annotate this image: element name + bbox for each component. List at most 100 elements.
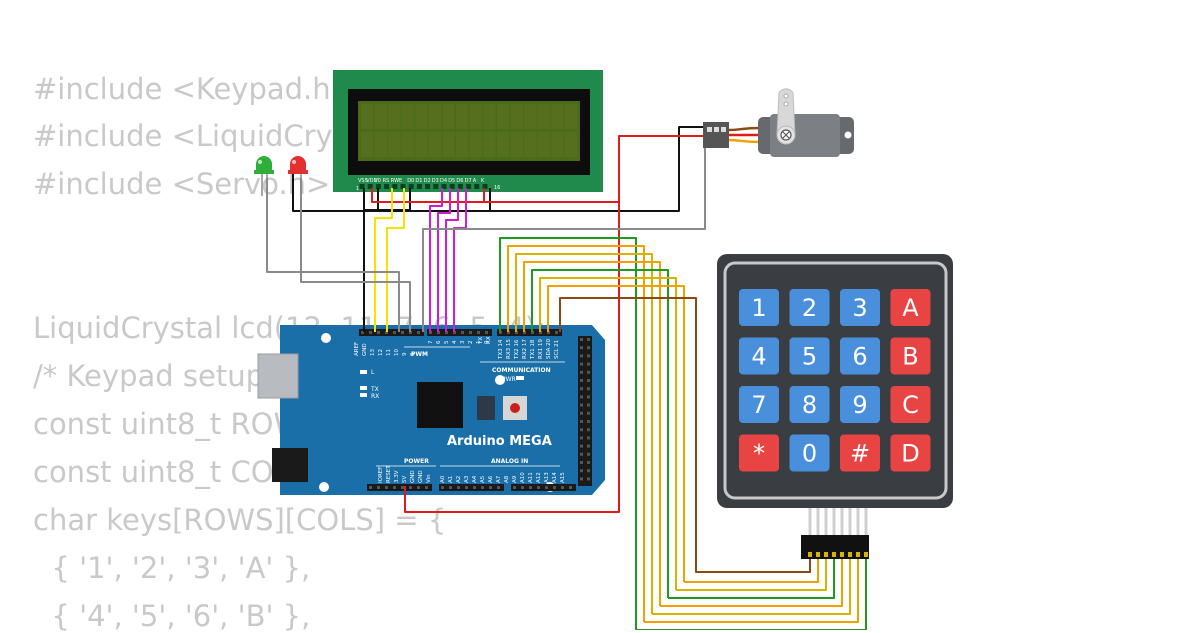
header-pin[interactable] xyxy=(587,420,590,423)
header-pin[interactable] xyxy=(553,486,556,489)
header-pin[interactable] xyxy=(587,379,590,382)
header-pin[interactable] xyxy=(537,486,540,489)
keypad-key[interactable] xyxy=(840,289,880,326)
keypad-key[interactable] xyxy=(789,289,830,326)
header-pin[interactable] xyxy=(481,486,484,489)
header-pin[interactable] xyxy=(580,436,583,440)
keypad-key[interactable] xyxy=(789,434,830,472)
header-pin[interactable] xyxy=(369,331,372,334)
header-pin[interactable] xyxy=(441,486,444,489)
header-pin[interactable] xyxy=(417,486,420,489)
keypad-key[interactable] xyxy=(890,289,931,326)
keypad-connector-pin[interactable] xyxy=(864,552,868,557)
header-pin[interactable] xyxy=(507,331,510,334)
header-pin[interactable] xyxy=(417,331,420,334)
arduino-mega-board[interactable]: L TX RX PWR Arduino MEGA PWM COMMUNICATI… xyxy=(257,325,605,495)
keypad-key[interactable] xyxy=(890,337,931,375)
servo-motor[interactable] xyxy=(703,88,854,157)
lcd-pin[interactable] xyxy=(433,184,439,189)
keypad-key[interactable] xyxy=(789,386,830,423)
header-pin[interactable] xyxy=(545,486,548,489)
keypad-connector-pin[interactable] xyxy=(816,552,820,557)
keypad-key[interactable] xyxy=(739,434,779,472)
header-pin[interactable] xyxy=(401,331,404,334)
header-pin[interactable] xyxy=(465,486,468,489)
header-pin[interactable] xyxy=(580,420,583,423)
lcd-pin[interactable] xyxy=(482,184,488,189)
header-pin[interactable] xyxy=(587,428,590,432)
header-pin[interactable] xyxy=(393,331,396,334)
header-pin[interactable] xyxy=(580,469,583,473)
lcd-pin[interactable] xyxy=(449,184,455,189)
keypad-key[interactable] xyxy=(789,337,830,375)
servo-horn[interactable] xyxy=(776,88,796,136)
lcd-pin[interactable] xyxy=(400,184,406,189)
header-pin[interactable] xyxy=(457,486,460,489)
keypad-connector-pin[interactable] xyxy=(840,552,844,557)
header-pin[interactable] xyxy=(580,411,583,415)
header-pin[interactable] xyxy=(580,387,583,391)
lcd-pin[interactable] xyxy=(367,184,373,189)
header-pin[interactable] xyxy=(587,346,590,350)
lcd-pin[interactable] xyxy=(384,184,390,189)
keypad-key[interactable] xyxy=(890,386,931,423)
header-pin[interactable] xyxy=(409,486,412,489)
keypad-key[interactable] xyxy=(840,337,880,375)
keypad-key[interactable] xyxy=(739,289,779,326)
header-pin[interactable] xyxy=(513,486,516,489)
header-pin[interactable] xyxy=(580,395,583,399)
header-pin[interactable] xyxy=(425,486,428,489)
header-pin[interactable] xyxy=(529,486,532,489)
lcd-pin[interactable] xyxy=(457,184,463,189)
header-pin[interactable] xyxy=(377,486,380,489)
header-pin[interactable] xyxy=(521,486,524,489)
header-pin[interactable] xyxy=(587,395,590,399)
lcd-pin[interactable] xyxy=(359,184,365,189)
header-pin[interactable] xyxy=(449,486,452,489)
header-pin[interactable] xyxy=(580,428,583,432)
header-pin[interactable] xyxy=(547,331,550,334)
header-pin[interactable] xyxy=(561,486,564,489)
red-led[interactable] xyxy=(288,156,308,178)
header-pin[interactable] xyxy=(580,370,583,374)
header-pin[interactable] xyxy=(587,452,590,456)
header-pin[interactable] xyxy=(473,486,476,489)
header-pin[interactable] xyxy=(587,338,590,341)
header-pin[interactable] xyxy=(580,346,583,350)
lcd-pin[interactable] xyxy=(408,184,414,189)
header-pin[interactable] xyxy=(469,331,472,334)
header-pin[interactable] xyxy=(587,403,590,407)
header-pin[interactable] xyxy=(587,461,590,464)
keypad-connector-pin[interactable] xyxy=(824,552,828,557)
header-pin[interactable] xyxy=(445,331,448,334)
header-pin[interactable] xyxy=(580,338,583,341)
header-pin[interactable] xyxy=(489,486,492,489)
header-pin[interactable] xyxy=(580,379,583,382)
keypad-connector-pin[interactable] xyxy=(832,552,836,557)
keypad-key[interactable] xyxy=(840,434,880,472)
header-pin[interactable] xyxy=(587,387,590,391)
green-led[interactable] xyxy=(254,156,274,196)
header-pin[interactable] xyxy=(453,331,456,334)
header-pin[interactable] xyxy=(369,486,372,489)
header-pin[interactable] xyxy=(580,403,583,407)
lcd-pin[interactable] xyxy=(441,184,447,189)
header-pin[interactable] xyxy=(409,331,412,334)
header-pin[interactable] xyxy=(587,370,590,374)
header-pin[interactable] xyxy=(401,486,404,489)
header-pin[interactable] xyxy=(485,331,488,334)
header-pin[interactable] xyxy=(587,354,590,358)
header-pin[interactable] xyxy=(437,331,440,334)
header-pin[interactable] xyxy=(587,469,590,473)
header-pin[interactable] xyxy=(377,331,380,334)
header-pin[interactable] xyxy=(385,331,388,334)
lcd-pin[interactable] xyxy=(466,184,472,189)
header-pin[interactable] xyxy=(580,362,583,366)
header-pin[interactable] xyxy=(539,331,542,334)
keypad-connector-pin[interactable] xyxy=(856,552,860,557)
header-pin[interactable] xyxy=(580,461,583,464)
header-pin[interactable] xyxy=(515,331,518,334)
header-pin[interactable] xyxy=(477,331,480,334)
header-pin[interactable] xyxy=(555,331,558,334)
